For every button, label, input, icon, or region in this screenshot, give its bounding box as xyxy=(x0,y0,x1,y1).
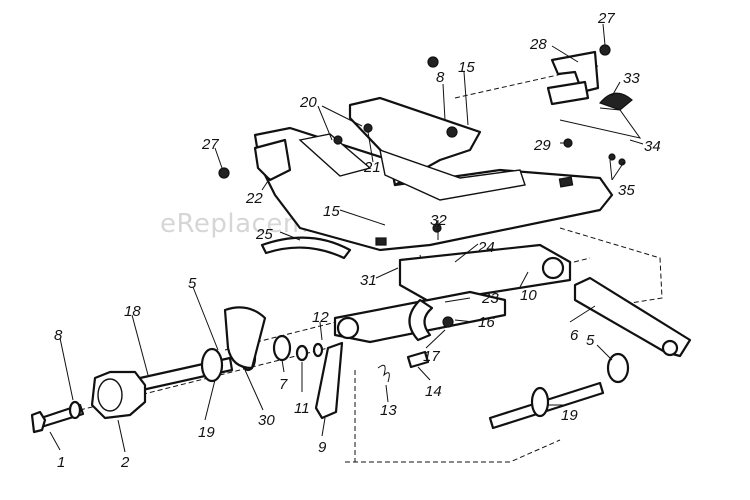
callout-16: 16 xyxy=(478,314,495,331)
callout-7: 7 xyxy=(279,376,288,393)
callout-8-b: 8 xyxy=(54,327,63,344)
callout-23: 23 xyxy=(481,290,499,307)
spring-clip xyxy=(559,107,642,139)
callout-33: 33 xyxy=(623,70,640,87)
right-shaft xyxy=(488,352,630,430)
callout-27: 27 xyxy=(597,10,615,27)
lever-arm xyxy=(314,341,344,420)
callout-32: 32 xyxy=(430,212,447,229)
hook xyxy=(408,298,434,342)
lift-arm xyxy=(573,276,692,358)
callout-19-b: 19 xyxy=(561,407,578,424)
callout-28: 28 xyxy=(529,36,547,53)
bolt-and-washer xyxy=(30,400,85,434)
callout-35: 35 xyxy=(618,182,635,199)
callout-5-b: 5 xyxy=(586,332,595,349)
main-frame-plate xyxy=(253,96,614,252)
callout-8: 8 xyxy=(436,69,445,86)
cam-plate xyxy=(223,306,267,370)
callout-2: 2 xyxy=(120,454,130,471)
callout-14: 14 xyxy=(425,383,442,400)
callout-12: 12 xyxy=(312,309,329,326)
callout-9: 9 xyxy=(318,439,327,456)
axle-housing xyxy=(398,243,572,304)
callout-5: 5 xyxy=(188,275,197,292)
callout-leaders xyxy=(49,23,644,453)
control-knob xyxy=(598,92,633,111)
callout-11: 11 xyxy=(294,400,310,417)
curved-shield xyxy=(260,236,352,260)
callout-22: 22 xyxy=(245,190,263,207)
callout-1: 1 xyxy=(57,454,65,471)
callout-24: 24 xyxy=(477,239,495,256)
small-washers xyxy=(272,334,324,362)
side-bracket xyxy=(253,138,292,182)
callout-13: 13 xyxy=(380,402,397,419)
callout-20: 20 xyxy=(299,94,317,111)
callout-31: 31 xyxy=(360,272,377,289)
callout-15-b: 15 xyxy=(323,203,340,220)
callout-21: 21 xyxy=(363,159,381,176)
callout-34: 34 xyxy=(644,138,661,155)
callout-labels: 27 28 8 15 33 20 21 29 34 27 22 35 15 32… xyxy=(54,10,661,471)
callout-10: 10 xyxy=(520,287,537,304)
callout-29: 29 xyxy=(533,137,551,154)
callout-18: 18 xyxy=(124,303,141,320)
callout-17: 17 xyxy=(423,348,440,365)
gear xyxy=(90,370,147,420)
callout-6: 6 xyxy=(570,327,579,344)
upper-bracket xyxy=(546,50,600,106)
spring-and-bolt xyxy=(377,350,430,383)
callout-27-b: 27 xyxy=(201,136,219,153)
callout-25: 25 xyxy=(255,226,273,243)
callout-15: 15 xyxy=(458,59,475,76)
callout-30: 30 xyxy=(258,412,275,429)
callout-19: 19 xyxy=(198,424,215,441)
